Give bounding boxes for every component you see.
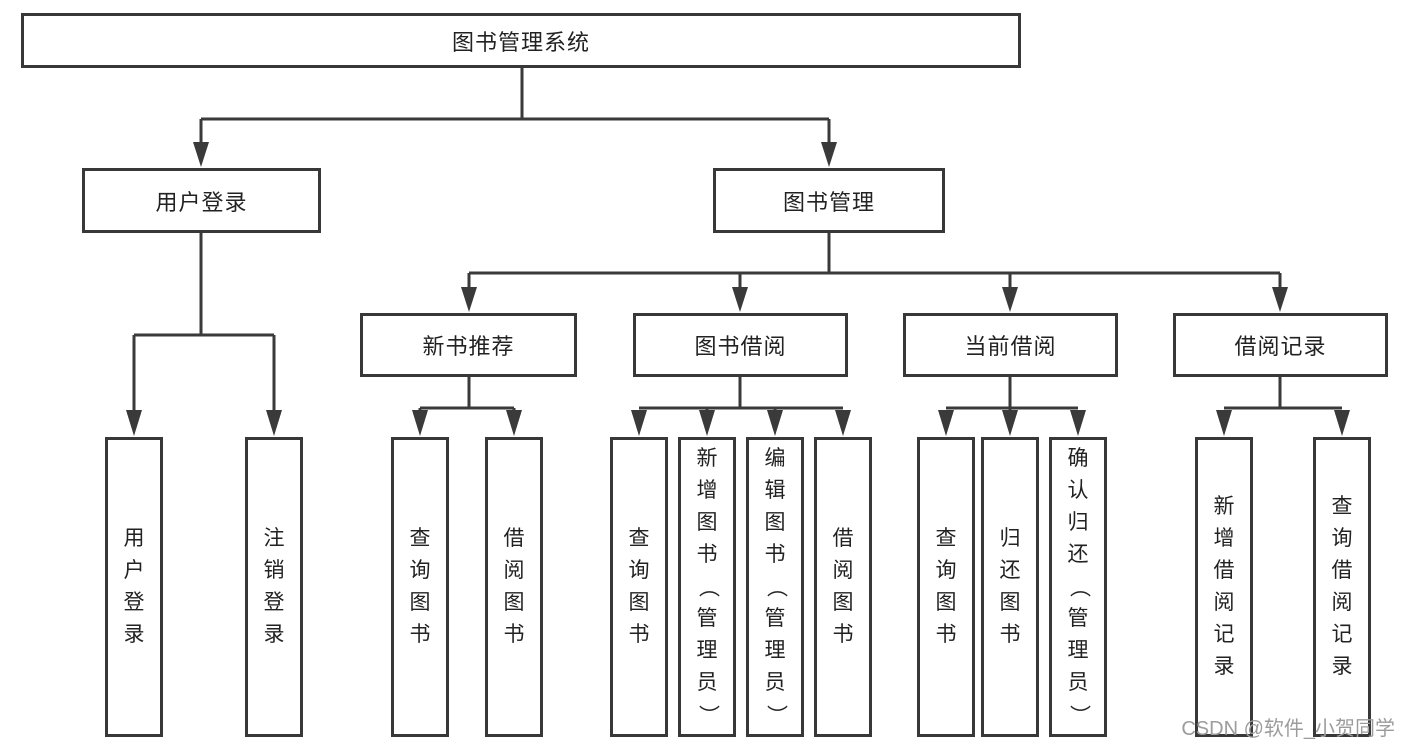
node-book-borrowing: 图书借阅 <box>633 313 848 377</box>
node-current-borrowing-label: 当前借阅 <box>964 334 1057 359</box>
leaf-borrow-query-books: 查询图书 <box>610 437 668 737</box>
node-new-book-recommend-label: 新书推荐 <box>422 334 515 359</box>
leaf-confirm-return-admin-label: 确认归还（管理员） <box>1067 447 1090 726</box>
node-user-login: 用户登录 <box>82 168 321 233</box>
leaf-logout: 注销登录 <box>245 437 303 737</box>
leaf-add-borrow-record-label: 新增借阅记录 <box>1213 495 1235 678</box>
leaf-user-login-label: 用户登录 <box>123 527 145 646</box>
leaf-query-borrow-record: 查询借阅记录 <box>1313 437 1371 737</box>
node-current-borrowing: 当前借阅 <box>903 313 1118 377</box>
leaf-borrow-books-label: 借阅图书 <box>832 527 854 646</box>
leaf-add-books-admin: 新增图书（管理员） <box>678 437 736 737</box>
leaf-user-login: 用户登录 <box>105 437 163 737</box>
leaf-confirm-return-admin: 确认归还（管理员） <box>1049 437 1107 737</box>
leaf-borrow-books: 借阅图书 <box>814 437 872 737</box>
node-new-book-recommend: 新书推荐 <box>360 313 577 377</box>
leaf-edit-books-admin-label: 编辑图书（管理员） <box>764 447 787 726</box>
node-root: 图书管理系统 <box>21 13 1021 68</box>
leaf-return-books-label: 归还图书 <box>999 527 1021 646</box>
leaf-borrow-query-books-label: 查询图书 <box>628 527 650 646</box>
leaf-return-books: 归还图书 <box>981 437 1039 737</box>
node-book-borrowing-label: 图书借阅 <box>694 334 787 359</box>
leaf-current-query-books-label: 查询图书 <box>935 527 957 646</box>
leaf-edit-books-admin: 编辑图书（管理员） <box>746 437 804 737</box>
leaf-recommend-query-books-label: 查询图书 <box>409 527 431 646</box>
leaf-add-borrow-record: 新增借阅记录 <box>1195 437 1253 737</box>
leaf-add-books-admin-label: 新增图书（管理员） <box>696 447 719 726</box>
leaf-recommend-query-books: 查询图书 <box>391 437 449 737</box>
leaf-current-query-books: 查询图书 <box>917 437 975 737</box>
node-book-management: 图书管理 <box>713 168 945 233</box>
watermark: CSDN @软件_小贺同学 <box>1181 718 1395 740</box>
leaf-logout-label: 注销登录 <box>263 527 285 646</box>
leaf-recommend-borrow-books-label: 借阅图书 <box>503 527 525 646</box>
node-user-login-label: 用户登录 <box>155 189 248 215</box>
node-root-label: 图书管理系统 <box>451 29 590 55</box>
node-borrowing-records: 借阅记录 <box>1173 313 1388 377</box>
node-borrowing-records-label: 借阅记录 <box>1234 334 1327 359</box>
leaf-query-borrow-record-label: 查询借阅记录 <box>1331 495 1353 678</box>
node-book-management-label: 图书管理 <box>782 189 875 215</box>
arrowheads <box>126 142 1350 436</box>
leaf-recommend-borrow-books: 借阅图书 <box>485 437 543 737</box>
